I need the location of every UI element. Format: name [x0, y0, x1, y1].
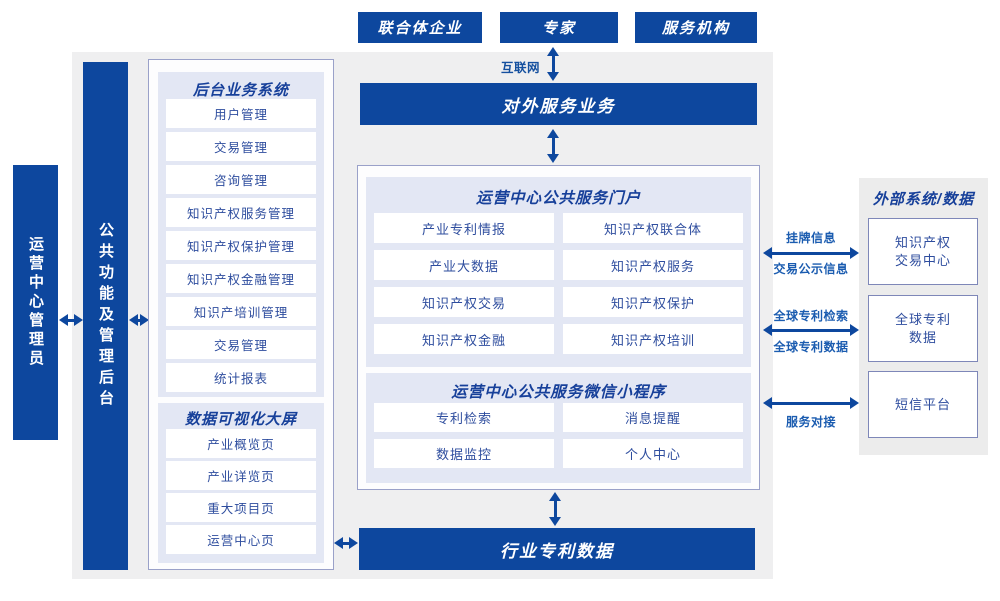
actor-service-agency-box: 服务机构	[635, 12, 757, 43]
portal-item: 知识产权交易	[374, 287, 554, 317]
admin-backend-double-arrow-icon	[59, 314, 83, 326]
link-label-global-patent-data: 全球专利数据	[773, 340, 849, 354]
external-box-sms-platform: 短信平台	[868, 371, 978, 438]
external-box-line: 交易中心	[894, 252, 951, 268]
external-box-line: 全球专利	[894, 311, 951, 327]
global-patent-double-arrow-icon	[763, 324, 859, 336]
backend-dashboard-container: 后台业务系统 用户管理 交易管理 咨询管理 知识产权服务管理 知识产权保护管理 …	[148, 59, 334, 570]
actor-consortium-label: 联合体企业	[377, 20, 463, 37]
link-label-listing-info: 挂牌信息	[785, 231, 836, 245]
sms-service-double-arrow-icon	[763, 397, 859, 409]
portal-patent-data-double-arrow-icon	[549, 492, 561, 526]
portal-item: 知识产权保护	[563, 287, 743, 317]
dashboard-item: 产业概览页	[166, 429, 316, 458]
portal-item: 产业专利情报	[374, 213, 554, 243]
service-portal-double-arrow-icon	[547, 129, 559, 163]
backend-item: 交易管理	[166, 330, 316, 359]
backend-system-panel: 后台业务系统 用户管理 交易管理 咨询管理 知识产权服务管理 知识产权保护管理 …	[158, 72, 324, 397]
external-box-line: 知识产权	[894, 234, 951, 250]
backend-item: 用户管理	[166, 99, 316, 128]
backend-item: 咨询管理	[166, 165, 316, 194]
public-function-admin-backend-label: 公共功能及管理后台	[97, 221, 114, 411]
miniprogram-item: 数据监控	[374, 439, 554, 468]
backend-system-double-arrow-icon	[129, 314, 149, 326]
external-service-bar: 对外服务业务	[360, 83, 757, 125]
external-systems-title: 外部系统/数据	[872, 191, 975, 208]
dashboard-item: 重大项目页	[166, 493, 316, 522]
internet-label: 互联网	[500, 61, 540, 75]
link-label-trade-publicity-info: 交易公示信息	[773, 262, 849, 276]
operation-center-admin-label: 运营中心管理员	[27, 236, 44, 369]
dashboard-patent-data-double-arrow-icon	[334, 537, 358, 549]
portal-miniprogram-container: 运营中心公共服务门户 产业专利情报 知识产权联合体 产业大数据 知识产权服务 知…	[357, 165, 760, 490]
dashboard-panel: 数据可视化大屏 产业概览页 产业详览页 重大项目页 运营中心页	[158, 403, 324, 563]
miniprogram-item: 消息提醒	[563, 403, 743, 432]
link-label-global-patent-search: 全球专利检索	[773, 309, 849, 323]
portal-item: 产业大数据	[374, 250, 554, 280]
backend-item: 知识产权保护管理	[166, 231, 316, 260]
miniprogram-item: 个人中心	[563, 439, 743, 468]
miniprogram-item: 专利检索	[374, 403, 554, 432]
backend-item: 交易管理	[166, 132, 316, 161]
actor-experts-box: 专家	[500, 12, 618, 43]
link-label-service-docking: 服务对接	[785, 415, 836, 429]
internet-double-arrow-icon	[547, 47, 559, 81]
portal-title: 运营中心公共服务门户	[475, 190, 641, 207]
external-box-line: 短信平台	[894, 396, 951, 412]
portal-item: 知识产权联合体	[563, 213, 743, 243]
public-function-admin-backend-box: 公共功能及管理后台	[83, 62, 128, 570]
dashboard-item: 运营中心页	[166, 525, 316, 554]
backend-item: 知识产培训管理	[166, 297, 316, 326]
miniprogram-title: 运营中心公共服务微信小程序	[451, 384, 666, 401]
industry-patent-data-bar: 行业专利数据	[359, 528, 755, 570]
actor-experts-label: 专家	[541, 20, 576, 37]
portal-panel: 运营中心公共服务门户 产业专利情报 知识产权联合体 产业大数据 知识产权服务 知…	[366, 177, 751, 367]
backend-item: 知识产权金融管理	[166, 264, 316, 293]
external-box-global-patent-data: 全球专利 数据	[868, 295, 978, 362]
operation-center-admin-box: 运营中心管理员	[13, 165, 58, 440]
backend-system-title: 后台业务系统	[192, 82, 289, 99]
actor-service-agency-label: 服务机构	[661, 20, 730, 37]
portal-item: 知识产权培训	[563, 324, 743, 354]
industry-patent-data-label: 行业专利数据	[500, 541, 614, 561]
dashboard-item: 产业详览页	[166, 461, 316, 490]
actor-consortium-box: 联合体企业	[358, 12, 482, 43]
miniprogram-panel: 运营中心公共服务微信小程序 专利检索 消息提醒 数据监控 个人中心	[366, 373, 751, 483]
backend-item: 知识产权服务管理	[166, 198, 316, 227]
dashboard-title: 数据可视化大屏	[184, 411, 297, 428]
external-box-line: 数据	[908, 329, 937, 345]
external-systems-panel: 外部系统/数据 知识产权 交易中心 全球专利 数据 短信平台	[859, 178, 988, 455]
backend-item: 统计报表	[166, 363, 316, 392]
ip-trading-double-arrow-icon	[763, 247, 859, 259]
portal-item: 知识产权服务	[563, 250, 743, 280]
external-service-bar-label: 对外服务业务	[501, 96, 616, 116]
portal-item: 知识产权金融	[374, 324, 554, 354]
external-box-ip-trading-center: 知识产权 交易中心	[868, 218, 978, 285]
